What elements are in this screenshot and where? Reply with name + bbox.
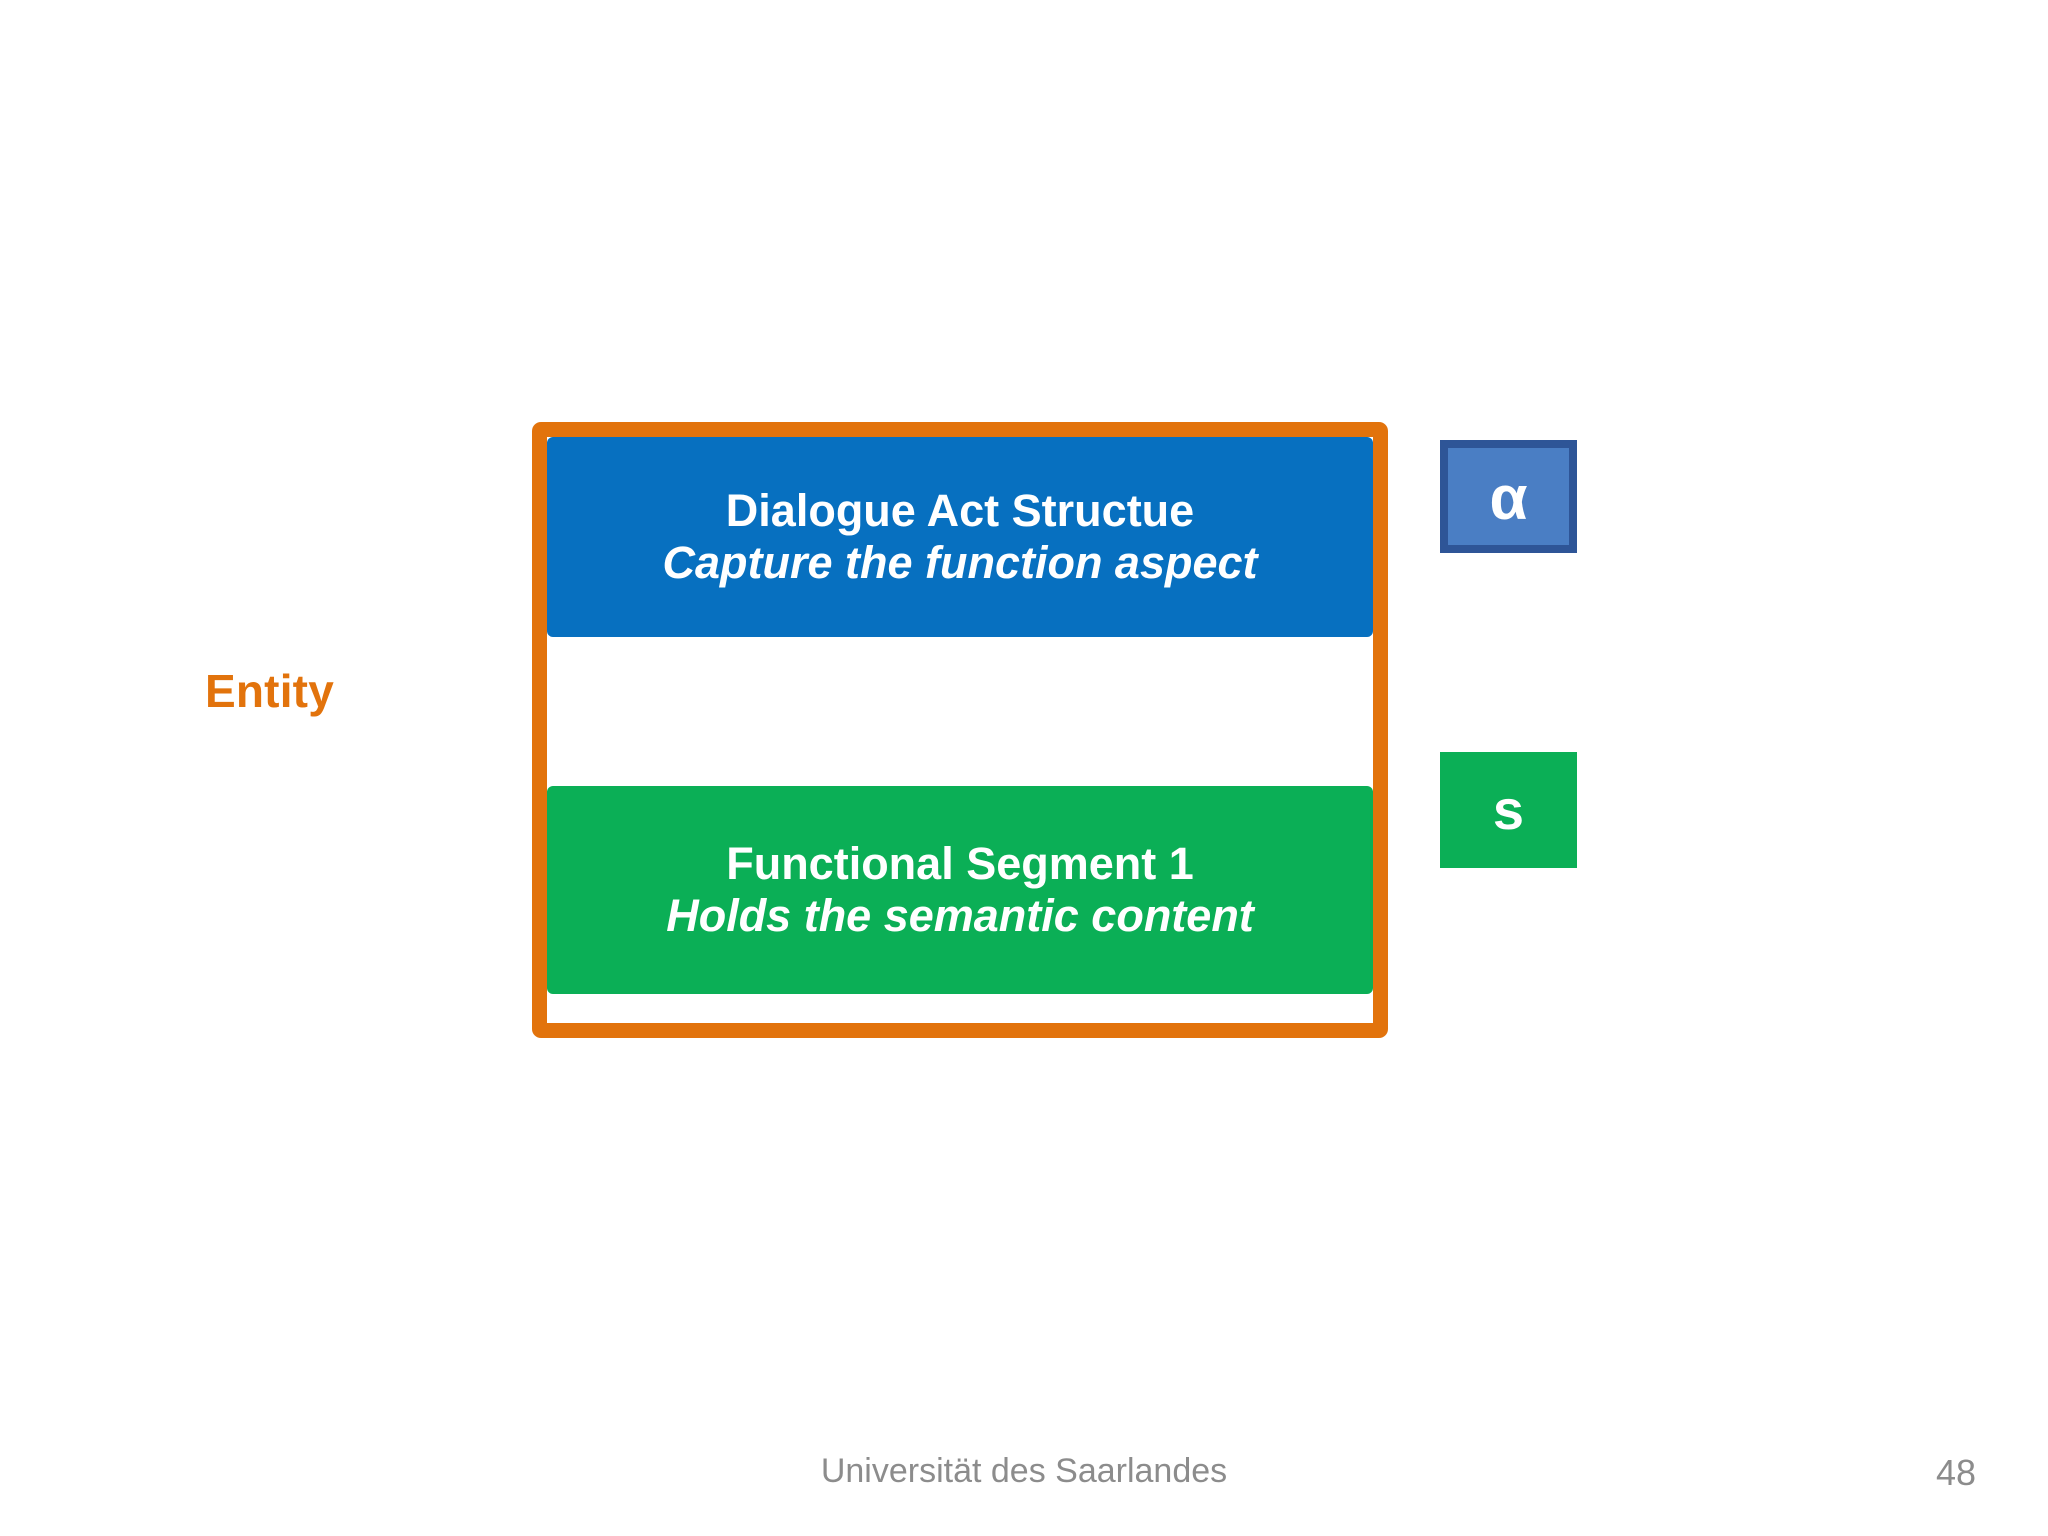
alpha-badge: α	[1440, 440, 1577, 553]
functional-segment-title: Functional Segment 1	[726, 838, 1194, 890]
entity-frame: Dialogue Act Structue Capture the functi…	[532, 422, 1388, 1038]
footer-organization: Universität des Saarlandes	[820, 1452, 1228, 1490]
entity-frame-inner: Dialogue Act Structue Capture the functi…	[547, 437, 1373, 1023]
bottom-empty-slot	[547, 994, 1373, 1023]
alpha-badge-label: α	[1489, 463, 1528, 533]
empty-slot	[547, 637, 1373, 786]
entity-label: Entity	[205, 665, 334, 717]
dialogue-act-structure-box: Dialogue Act Structue Capture the functi…	[547, 437, 1373, 637]
dialogue-act-structure-title: Dialogue Act Structue	[725, 485, 1195, 537]
functional-segment-subtitle: Holds the semantic content	[666, 890, 1254, 941]
s-badge-label: s	[1492, 778, 1525, 841]
dialogue-act-structure-subtitle: Capture the function aspect	[662, 537, 1258, 588]
footer-page-number: 48	[1935, 1452, 1976, 1493]
functional-segment-box: Functional Segment 1 Holds the semantic …	[547, 786, 1373, 994]
s-badge: s	[1440, 752, 1577, 868]
